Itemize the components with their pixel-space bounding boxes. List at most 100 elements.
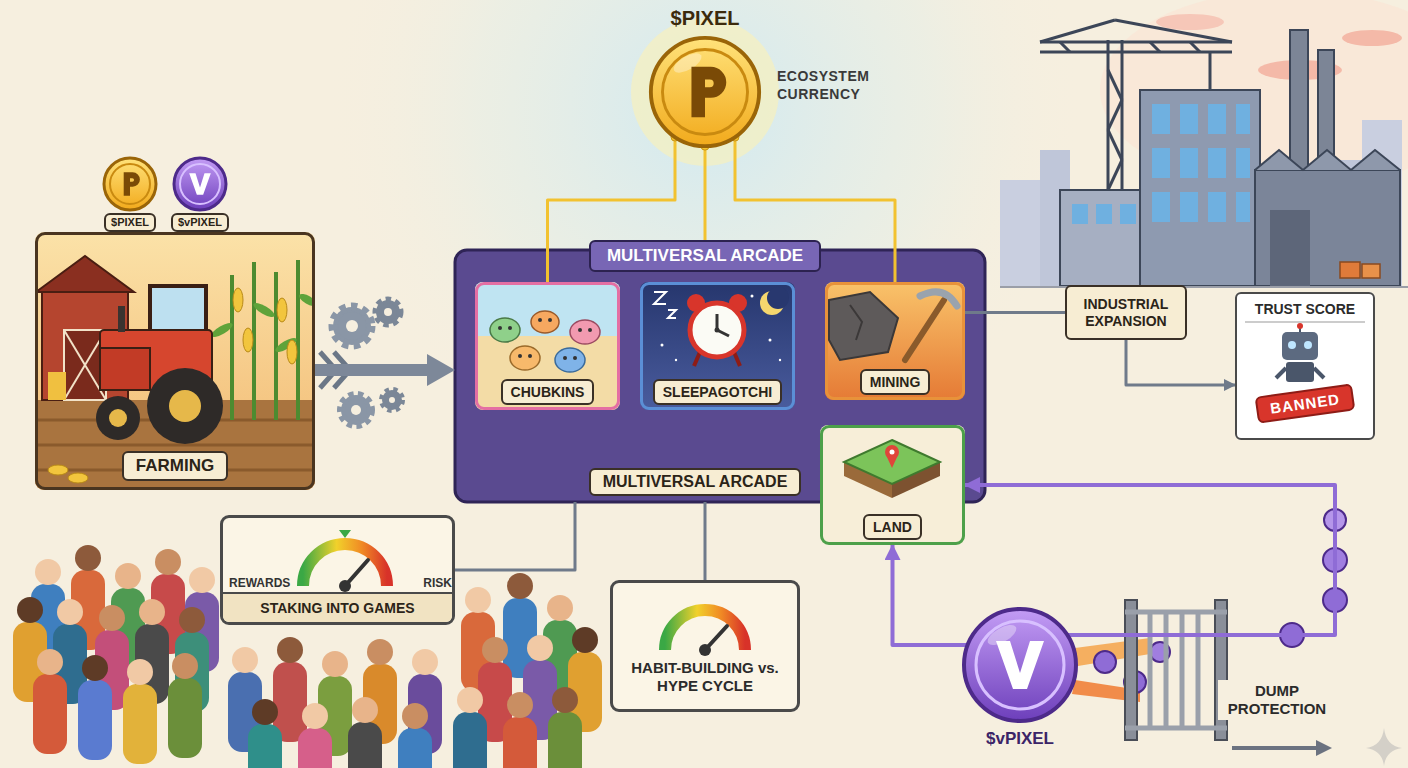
trust-score-panel (1304, 341, 1312, 349)
text-slot: CHUBKINS (478, 379, 617, 405)
land-scene (885, 445, 899, 459)
staking-gauge (220, 515, 455, 625)
farming-illustration (35, 232, 319, 490)
sleepagotchi-scene (694, 352, 700, 366)
sleepagotchi-scene (675, 359, 677, 361)
crowd-illustration (99, 605, 125, 631)
coin-glyph (691, 67, 726, 117)
crowd-illustration (33, 674, 67, 754)
crowd-illustration (127, 659, 153, 685)
crowd-illustration (298, 728, 332, 768)
farming-illustration (96, 396, 140, 440)
vpixel-coin: $vPIXEL (960, 605, 1080, 725)
farming-panel: FARMING (35, 232, 315, 490)
dump-gate-illustration (1232, 746, 1318, 750)
chubkins-scene (490, 318, 520, 342)
factory-illustration (1208, 192, 1226, 222)
text-slot: TRUST SCORE (1237, 300, 1373, 318)
dump-gate-illustration (1094, 651, 1116, 673)
group-tab: MULTIVERSAL ARCADE (589, 240, 821, 272)
factory-illustration (1208, 148, 1226, 178)
crowd-illustration (232, 647, 258, 673)
crowd-illustration (277, 637, 303, 663)
coin-glyph (996, 641, 1044, 689)
gauge-panel: HABIT-BUILDING vs. HYPE CYCLE (610, 580, 800, 712)
small-coins (124, 172, 140, 195)
farming-illustration (296, 260, 300, 420)
coin-ring (976, 621, 1064, 709)
factory-illustration (1108, 70, 1122, 100)
crowd-illustration (348, 722, 382, 768)
staking-gauge (303, 544, 387, 586)
crowd-illustration (507, 692, 533, 718)
factory-illustration (1255, 150, 1400, 170)
dump-gate-illustration (1164, 612, 1169, 728)
text-slot: $vPIXEL (940, 729, 1100, 749)
chubkins-scene (573, 356, 577, 360)
text-slot: MULTIVERSAL ARCADE (455, 468, 935, 496)
chubkins-scene (548, 318, 552, 322)
factory-illustration (1060, 42, 1070, 52)
callout-text: DUMP PROTECTION (1218, 680, 1336, 720)
sleepagotchi-scene (661, 344, 664, 347)
sleepagotchi-scene (767, 287, 789, 309)
text-slot: $vPIXEL (160, 212, 240, 232)
factory-illustration (1290, 30, 1308, 170)
crowd-illustration (322, 651, 348, 677)
mining-scene (905, 300, 944, 360)
coin-ring (662, 49, 747, 134)
factory-illustration (1270, 210, 1310, 286)
factory-illustration (1150, 42, 1160, 52)
chubkins-scene (588, 328, 592, 332)
land-scene (890, 450, 895, 455)
crowd-illustration (189, 567, 215, 593)
trust-score-panel (1288, 341, 1296, 349)
dump-gate-illustration (1125, 600, 1137, 740)
gear-icons (333, 307, 371, 345)
crowd-illustration (252, 699, 278, 725)
game-card: CHUBKINS (475, 282, 620, 410)
chubkins-scene (528, 354, 532, 358)
staking-gauge (339, 580, 351, 592)
factory-illustration (1152, 148, 1170, 178)
connector-line (704, 146, 707, 240)
coin-rim (651, 38, 759, 146)
farming-illustration (100, 348, 150, 390)
factory-illustration (1072, 204, 1088, 224)
crowd-illustration (82, 655, 108, 681)
chubkins-scene (578, 328, 582, 332)
card-label: SLEEPAGOTCHI (653, 379, 782, 405)
chubkins-scene (498, 318, 592, 360)
trust-score-panel (1314, 368, 1324, 378)
factory-illustration (1152, 104, 1170, 134)
factory-illustration (1362, 264, 1380, 278)
crowd-illustration (168, 678, 202, 758)
crowd-illustration (412, 649, 438, 675)
connector-line (965, 311, 1065, 314)
sleepagotchi-scene (640, 282, 795, 410)
trust-score-panel (1235, 292, 1375, 440)
factory-illustration (1180, 104, 1198, 134)
factory-illustration (1140, 90, 1260, 286)
chubkins-scene (518, 354, 522, 358)
crowd-illustration (75, 545, 101, 571)
small-coins (189, 173, 211, 195)
habit-gauge (610, 580, 800, 712)
factory-illustration (1040, 41, 1232, 44)
land-scene (820, 425, 965, 545)
panel-label: FARMING (122, 451, 228, 481)
sleepagotchi-scene (779, 359, 781, 361)
factory-illustration (1096, 204, 1112, 224)
chubkins-scene (570, 320, 600, 344)
farming-illustration (35, 444, 315, 447)
crowd-illustration (402, 703, 428, 729)
banned-stamp: BANNED (1254, 383, 1355, 424)
farming-illustration (48, 465, 68, 475)
sleepagotchi-scene (668, 310, 676, 318)
text-slot: MINING (828, 369, 962, 395)
game-card: MINING (825, 282, 965, 400)
dump-gate-illustration (1125, 612, 1227, 728)
